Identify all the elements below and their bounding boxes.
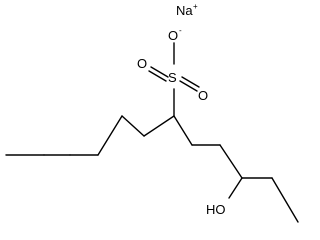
oxygen-anionic-label: O bbox=[168, 28, 178, 43]
bond-s-o-right-b bbox=[179, 80, 198, 92]
bond-c8-c9 bbox=[219, 144, 243, 179]
bond-s-o-left-a bbox=[150, 66, 169, 78]
hydroxyl-label: HO bbox=[206, 202, 226, 217]
oxygen-charge: - bbox=[179, 26, 182, 35]
bond-c6-c5 bbox=[143, 115, 175, 137]
bond-c4-c3 bbox=[97, 115, 123, 156]
oxygen-left-label: O bbox=[137, 56, 147, 71]
oxygen-right-label: O bbox=[198, 88, 208, 103]
sulfur-label: S bbox=[168, 70, 177, 85]
bond-c6-c7 bbox=[173, 115, 193, 146]
bond-c10-c11 bbox=[271, 177, 299, 223]
sodium-label: Na bbox=[176, 3, 193, 18]
structure-diagram: Na + S O - O O HO bbox=[5, 2, 299, 223]
bond-c9-o bbox=[228, 177, 243, 199]
bond-s-o-right-a bbox=[181, 76, 200, 88]
bond-s-o-left-b bbox=[148, 70, 167, 82]
bond-c5-c4 bbox=[121, 115, 145, 137]
sodium-charge: + bbox=[193, 2, 198, 11]
